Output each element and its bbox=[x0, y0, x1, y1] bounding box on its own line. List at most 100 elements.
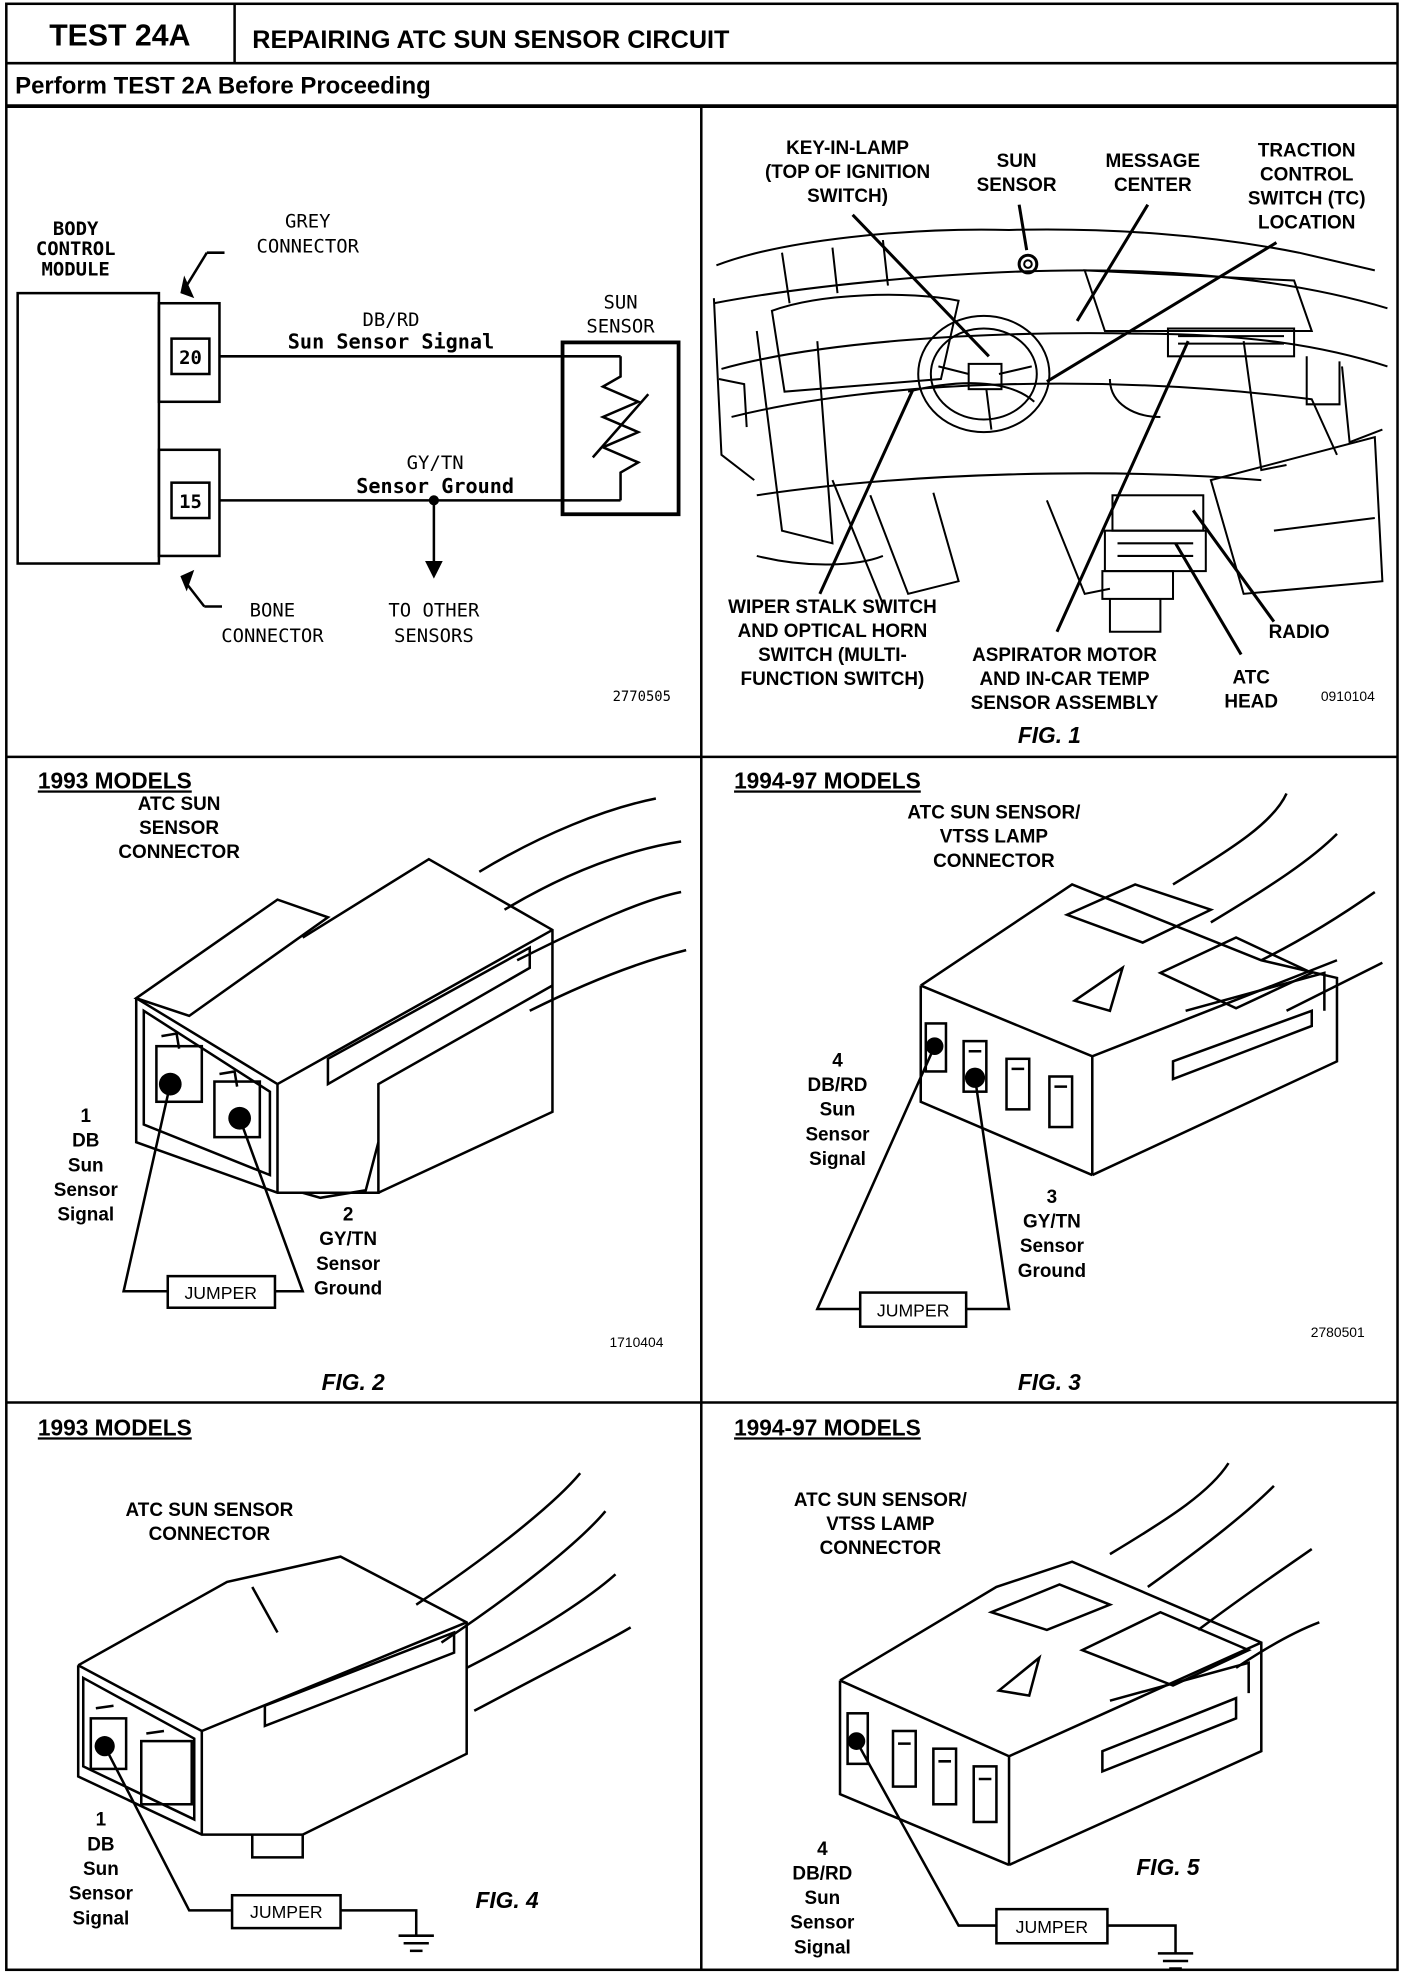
page-title: REPAIRING ATC SUN SENSOR CIRCUIT bbox=[252, 26, 730, 54]
atc-head-label-line: ATC bbox=[1232, 668, 1270, 689]
fig3-pin3-label-line: Ground bbox=[1018, 1261, 1086, 1282]
grey-connector bbox=[157, 301, 221, 404]
sun-sensor-box bbox=[560, 340, 681, 517]
schematic: 20 15 DB/RD Sun Sensor Signal GY/TN Sens… bbox=[16, 251, 681, 705]
fig2-jumper-box bbox=[166, 1274, 277, 1309]
fig1-figure-id: 0910104 bbox=[1321, 688, 1375, 704]
fig4-pin1-label-line: Sun bbox=[83, 1859, 119, 1880]
wiper-stalk-label-line: WIPER STALK SWITCH bbox=[728, 597, 937, 618]
fig4-jumper-label: JUMPER bbox=[250, 1902, 323, 1922]
atc-head-label-line: HEAD bbox=[1224, 692, 1278, 713]
fig5-pin4-label-line: DB/RD bbox=[792, 1863, 852, 1884]
fig3-jumper-box bbox=[858, 1291, 968, 1328]
key-in-lamp-label-line: (TOP OF IGNITION bbox=[765, 162, 930, 183]
aspirator-label-line: AND IN-CAR TEMP bbox=[979, 669, 1149, 690]
bone-connector-label: BONE CONNECTOR bbox=[221, 600, 324, 647]
fig1-callout-lines bbox=[818, 203, 1278, 656]
fig3-pin4-label-line: DB/RD bbox=[808, 1075, 868, 1096]
wiper-stalk-label: WIPER STALK SWITCH AND OPTICAL HORN SWITCH… bbox=[728, 597, 937, 690]
aspirator-label-line: SENSOR ASSEMBLY bbox=[971, 693, 1159, 714]
fig5-caption: FIG. 5 bbox=[1136, 1854, 1199, 1880]
fig3-pin4-label-line: 4 bbox=[832, 1050, 843, 1071]
fig3-pin3-label-line: 3 bbox=[1047, 1187, 1058, 1208]
wiper-stalk-label-line: AND OPTICAL HORN bbox=[738, 621, 928, 642]
fig2-jumper-label: JUMPER bbox=[184, 1283, 257, 1303]
fig4-pin1-label-line: Signal bbox=[73, 1908, 130, 1929]
fig5-pin4-label-line: Sensor bbox=[790, 1913, 855, 1934]
fig3-connector-drawing bbox=[919, 792, 1383, 1177]
fig4-connector-drawing bbox=[76, 1472, 632, 1859]
fig2-pin2-label-line: Ground bbox=[314, 1278, 382, 1299]
wiper-stalk-label-line: SWITCH (MULTI- bbox=[758, 645, 907, 666]
fig4-jumper-box bbox=[230, 1893, 342, 1930]
fig4-heading: 1993 MODELS bbox=[38, 1414, 192, 1440]
fig3-pin3-label-line: GY/TN bbox=[1023, 1211, 1081, 1232]
bone-connector bbox=[157, 448, 221, 558]
fig3-figure-id: 2780501 bbox=[1311, 1324, 1365, 1340]
fig3-caption: FIG. 3 bbox=[1018, 1369, 1081, 1395]
wire2-name: Sensor Ground bbox=[356, 474, 514, 498]
fig5-jumper-box bbox=[995, 1907, 1109, 1945]
key-in-lamp-label-line: SWITCH) bbox=[807, 186, 888, 207]
hvac-vents bbox=[1166, 327, 1296, 358]
fig2-connector-drawing bbox=[133, 797, 687, 1200]
fig2-connector-label-line: CONNECTOR bbox=[118, 842, 240, 863]
bone-connector-label-line: BONE bbox=[250, 600, 296, 622]
body-control-module-label-line: CONTROL bbox=[36, 238, 116, 260]
body-control-module bbox=[16, 291, 161, 565]
atc-head-label: ATC HEAD bbox=[1224, 668, 1278, 713]
message-center-label-line: MESSAGE bbox=[1106, 151, 1201, 172]
wire2-color: GY/TN bbox=[407, 452, 464, 474]
bone-connector-label-line: CONNECTOR bbox=[221, 625, 324, 647]
radio-label: RADIO bbox=[1269, 622, 1330, 643]
fig3-connector-label-line: CONNECTOR bbox=[933, 851, 1055, 872]
fig2-jumper-wires bbox=[122, 1083, 305, 1293]
fig5-connector-label-line: CONNECTOR bbox=[820, 1538, 942, 1559]
fig3-pin4-label-line: Signal bbox=[809, 1149, 866, 1170]
fig4-pin1-label-line: DB bbox=[87, 1834, 114, 1855]
test-id: TEST 24A bbox=[49, 19, 190, 52]
fig5-pin4-label-line: 4 bbox=[817, 1839, 828, 1860]
fig3-connector-label-line: ATC SUN SENSOR/ bbox=[907, 803, 1081, 824]
fig5-heading: 1994-97 MODELS bbox=[734, 1414, 921, 1440]
fig1-sun-sensor-label-line: SENSOR bbox=[977, 175, 1057, 196]
fig3-pin4-label-line: Sun bbox=[820, 1100, 856, 1121]
body-control-module-label-line: MODULE bbox=[42, 258, 110, 280]
radio-label-line: RADIO bbox=[1269, 622, 1330, 643]
to-other-sensors-label-line: SENSORS bbox=[394, 625, 474, 647]
sun-sensor-marker bbox=[1017, 253, 1039, 275]
fig4-caption: FIG. 4 bbox=[476, 1887, 539, 1913]
wiper-stalk-label-line: FUNCTION SWITCH) bbox=[741, 669, 925, 690]
fig4-connector-label-line: CONNECTOR bbox=[149, 1524, 271, 1545]
fig1-sun-sensor-label-line: SUN bbox=[997, 151, 1037, 172]
traction-control-label-line: TRACTION bbox=[1258, 141, 1356, 162]
fig3-pin3-label-line: Sensor bbox=[1020, 1236, 1085, 1257]
fig1-sun-sensor-label: SUN SENSOR bbox=[977, 151, 1057, 196]
fig4-pin1-label-line: Sensor bbox=[69, 1884, 134, 1905]
sun-sensor-label-line: SUN bbox=[603, 291, 637, 313]
fig1-dashboard-drawing bbox=[712, 228, 1388, 633]
fig5-pin4-label-line: Sun bbox=[805, 1888, 841, 1909]
grey-connector-label-line: CONNECTOR bbox=[257, 236, 360, 258]
atc-head-unit bbox=[1103, 529, 1207, 573]
pin-20-label: 20 bbox=[179, 347, 202, 369]
sun-sensor-label-line: SENSOR bbox=[586, 315, 655, 337]
traction-control-label-line: CONTROL bbox=[1260, 165, 1353, 186]
wire1-name: Sun Sensor Signal bbox=[288, 330, 494, 354]
fig2-pin1-label-line: 1 bbox=[81, 1106, 92, 1127]
traction-control-label-line: LOCATION bbox=[1258, 213, 1355, 234]
